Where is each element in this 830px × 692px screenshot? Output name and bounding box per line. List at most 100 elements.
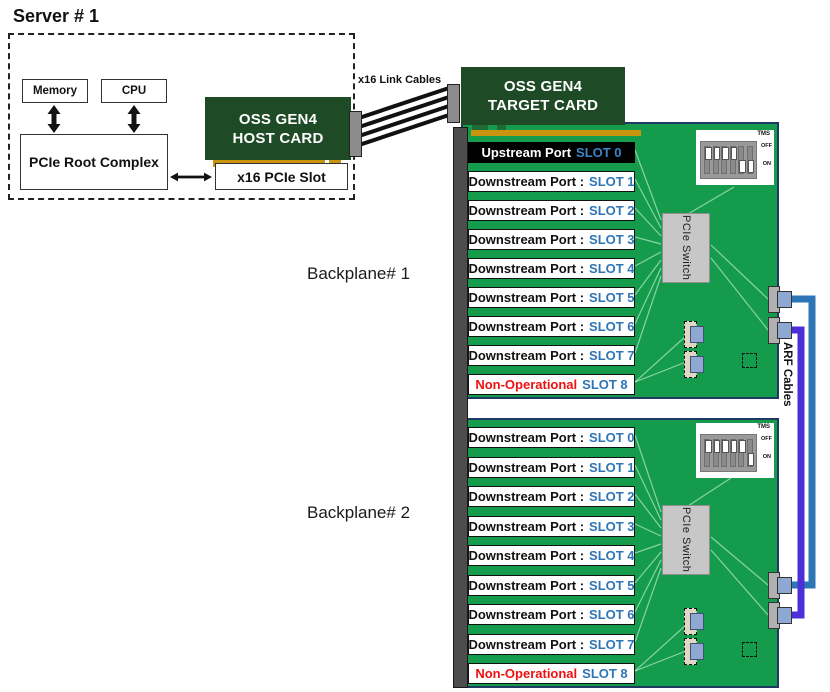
port-label: Downstream Port :: [468, 636, 585, 652]
dip-channel: [729, 146, 738, 174]
pcie-switch-chip: PCIe Switch: [662, 505, 710, 575]
downstream-port-row: Downstream Port :SLOT 4: [468, 545, 635, 566]
downstream-port-row: Downstream Port :SLOT 6: [468, 316, 635, 337]
downstream-port-row: Downstream Port : SLOT 2: [468, 486, 635, 507]
backplane-1-label: Backplane# 1: [307, 264, 411, 283]
port-label: Downstream Port :: [468, 232, 585, 247]
nonop-port-row: Non-Operational SLOT 8: [468, 663, 635, 684]
arf-connector-plug: [777, 322, 792, 339]
downstream-port-row: Downstream Port :SLOT 7: [468, 633, 635, 655]
dip-switch: TMS OFF ON: [696, 423, 774, 478]
dip-on-label: ON: [762, 454, 771, 460]
dip-switch-title: TMS: [757, 424, 770, 430]
dip-channel: [746, 439, 755, 467]
board-connector-plug: [690, 613, 704, 630]
dip-switch: TMS OFF ON: [696, 130, 774, 185]
slot-number: SLOT 1: [589, 459, 635, 475]
dip-nub-on: [747, 453, 755, 466]
oss-gen4-target-card: OSS GEN4 TARGET CARD: [461, 67, 625, 125]
dip-channel: [746, 146, 755, 174]
board-connector-plug: [690, 356, 704, 373]
arf-connector-plug: [777, 577, 792, 594]
dip-nub-on: [739, 160, 746, 173]
slot-number: SLOT 5: [589, 577, 635, 593]
dip-nub-off: [713, 147, 721, 160]
port-label: Downstream Port :: [468, 548, 585, 563]
dip-nub-off: [705, 147, 712, 160]
dip-channel: [738, 439, 746, 467]
arf-connector-plug: [777, 291, 792, 308]
arf-connector-plug: [777, 607, 792, 624]
port-label: Downstream Port :: [468, 430, 585, 445]
dip-switch-panel: [700, 141, 757, 179]
host-card-line1: OSS GEN4: [238, 110, 318, 128]
port-label: Downstream Port :: [468, 348, 585, 363]
slot-number: SLOT 2: [589, 489, 635, 504]
downstream-port-row: Downstream Port :SLOT 5: [468, 574, 635, 596]
dip-nub-off: [722, 147, 729, 160]
slot-number: SLOT 6: [589, 607, 635, 622]
dip-channel: [712, 146, 721, 174]
slot-number: SLOT 5: [589, 290, 635, 305]
dip-switch-title: TMS: [757, 131, 770, 137]
dip-switch-panel: [700, 434, 757, 472]
downstream-port-row: Downstream Port :SLOT 3: [468, 515, 635, 537]
dip-channel: [729, 439, 738, 467]
slot-number: SLOT 7: [589, 636, 635, 652]
x16-pcie-slot-box: x16 PCIe Slot: [215, 163, 348, 190]
dip-channel: [721, 146, 729, 174]
port-label: Downstream Port :: [468, 577, 585, 593]
dip-channel: [704, 146, 712, 174]
port-label: Downstream Port :: [468, 319, 585, 334]
x16-link-cables: [355, 85, 453, 148]
host-card-cable-connector: [349, 111, 362, 157]
dip-channel: [738, 146, 746, 174]
downstream-port-row: Downstream Port : SLOT 3: [468, 229, 635, 250]
slot-number: SLOT 0: [589, 430, 635, 445]
slot-number: SLOT 1: [589, 174, 635, 189]
host-card-line2: HOST CARD: [232, 129, 324, 147]
downstream-port-row: Downstream Port : SLOT 0: [468, 427, 635, 448]
port-label: Downstream Port :: [468, 459, 585, 475]
server-title: Server # 1: [13, 6, 100, 26]
slot-number: SLOT 3: [589, 518, 635, 534]
board-tab: [472, 124, 488, 131]
memory-box: Memory: [22, 79, 88, 103]
downstream-port-row: Downstream Port :SLOT 1: [468, 456, 635, 478]
dip-off-label: OFF: [761, 436, 772, 442]
component-outline: [742, 353, 757, 368]
dip-nub-on: [747, 160, 755, 173]
target-card-line2: TARGET CARD: [487, 97, 599, 114]
port-label: Downstream Port :: [468, 261, 585, 276]
slot-number: SLOT 4: [589, 261, 635, 276]
arf-cables-label: ARF Cables: [781, 342, 793, 407]
downstream-port-row: Downstream Port :SLOT 7: [468, 345, 635, 366]
slot-number: SLOT 8: [582, 666, 628, 681]
downstream-port-row: Downstream Port :SLOT 5: [468, 287, 635, 308]
oss-gen4-host-card: OSS GEN4 HOST CARD: [205, 97, 351, 160]
target-card-cable-connector: [447, 84, 460, 123]
port-label: Non-Operational: [475, 666, 578, 681]
slot-number: SLOT 3: [589, 232, 635, 247]
slot-number: SLOT 0: [576, 145, 622, 160]
slot-number: SLOT 8: [582, 377, 628, 392]
dip-channel: [712, 439, 721, 467]
dip-nub-off: [739, 440, 746, 453]
dip-nub-off: [705, 440, 712, 453]
dip-nub-off: [722, 440, 729, 453]
target-card-line1: OSS GEN4: [503, 78, 583, 95]
port-label: Downstream Port :: [468, 518, 585, 534]
port-label: Downstream Port :: [468, 489, 585, 504]
downstream-port-row: Downstream Port : SLOT 4: [468, 258, 635, 279]
board-connector-plug: [690, 326, 704, 343]
slot-number: SLOT 2: [589, 203, 635, 218]
pcie-root-complex-box: PCIe Root Complex: [20, 134, 168, 190]
component-outline: [742, 642, 757, 657]
dip-off-label: OFF: [761, 143, 772, 149]
